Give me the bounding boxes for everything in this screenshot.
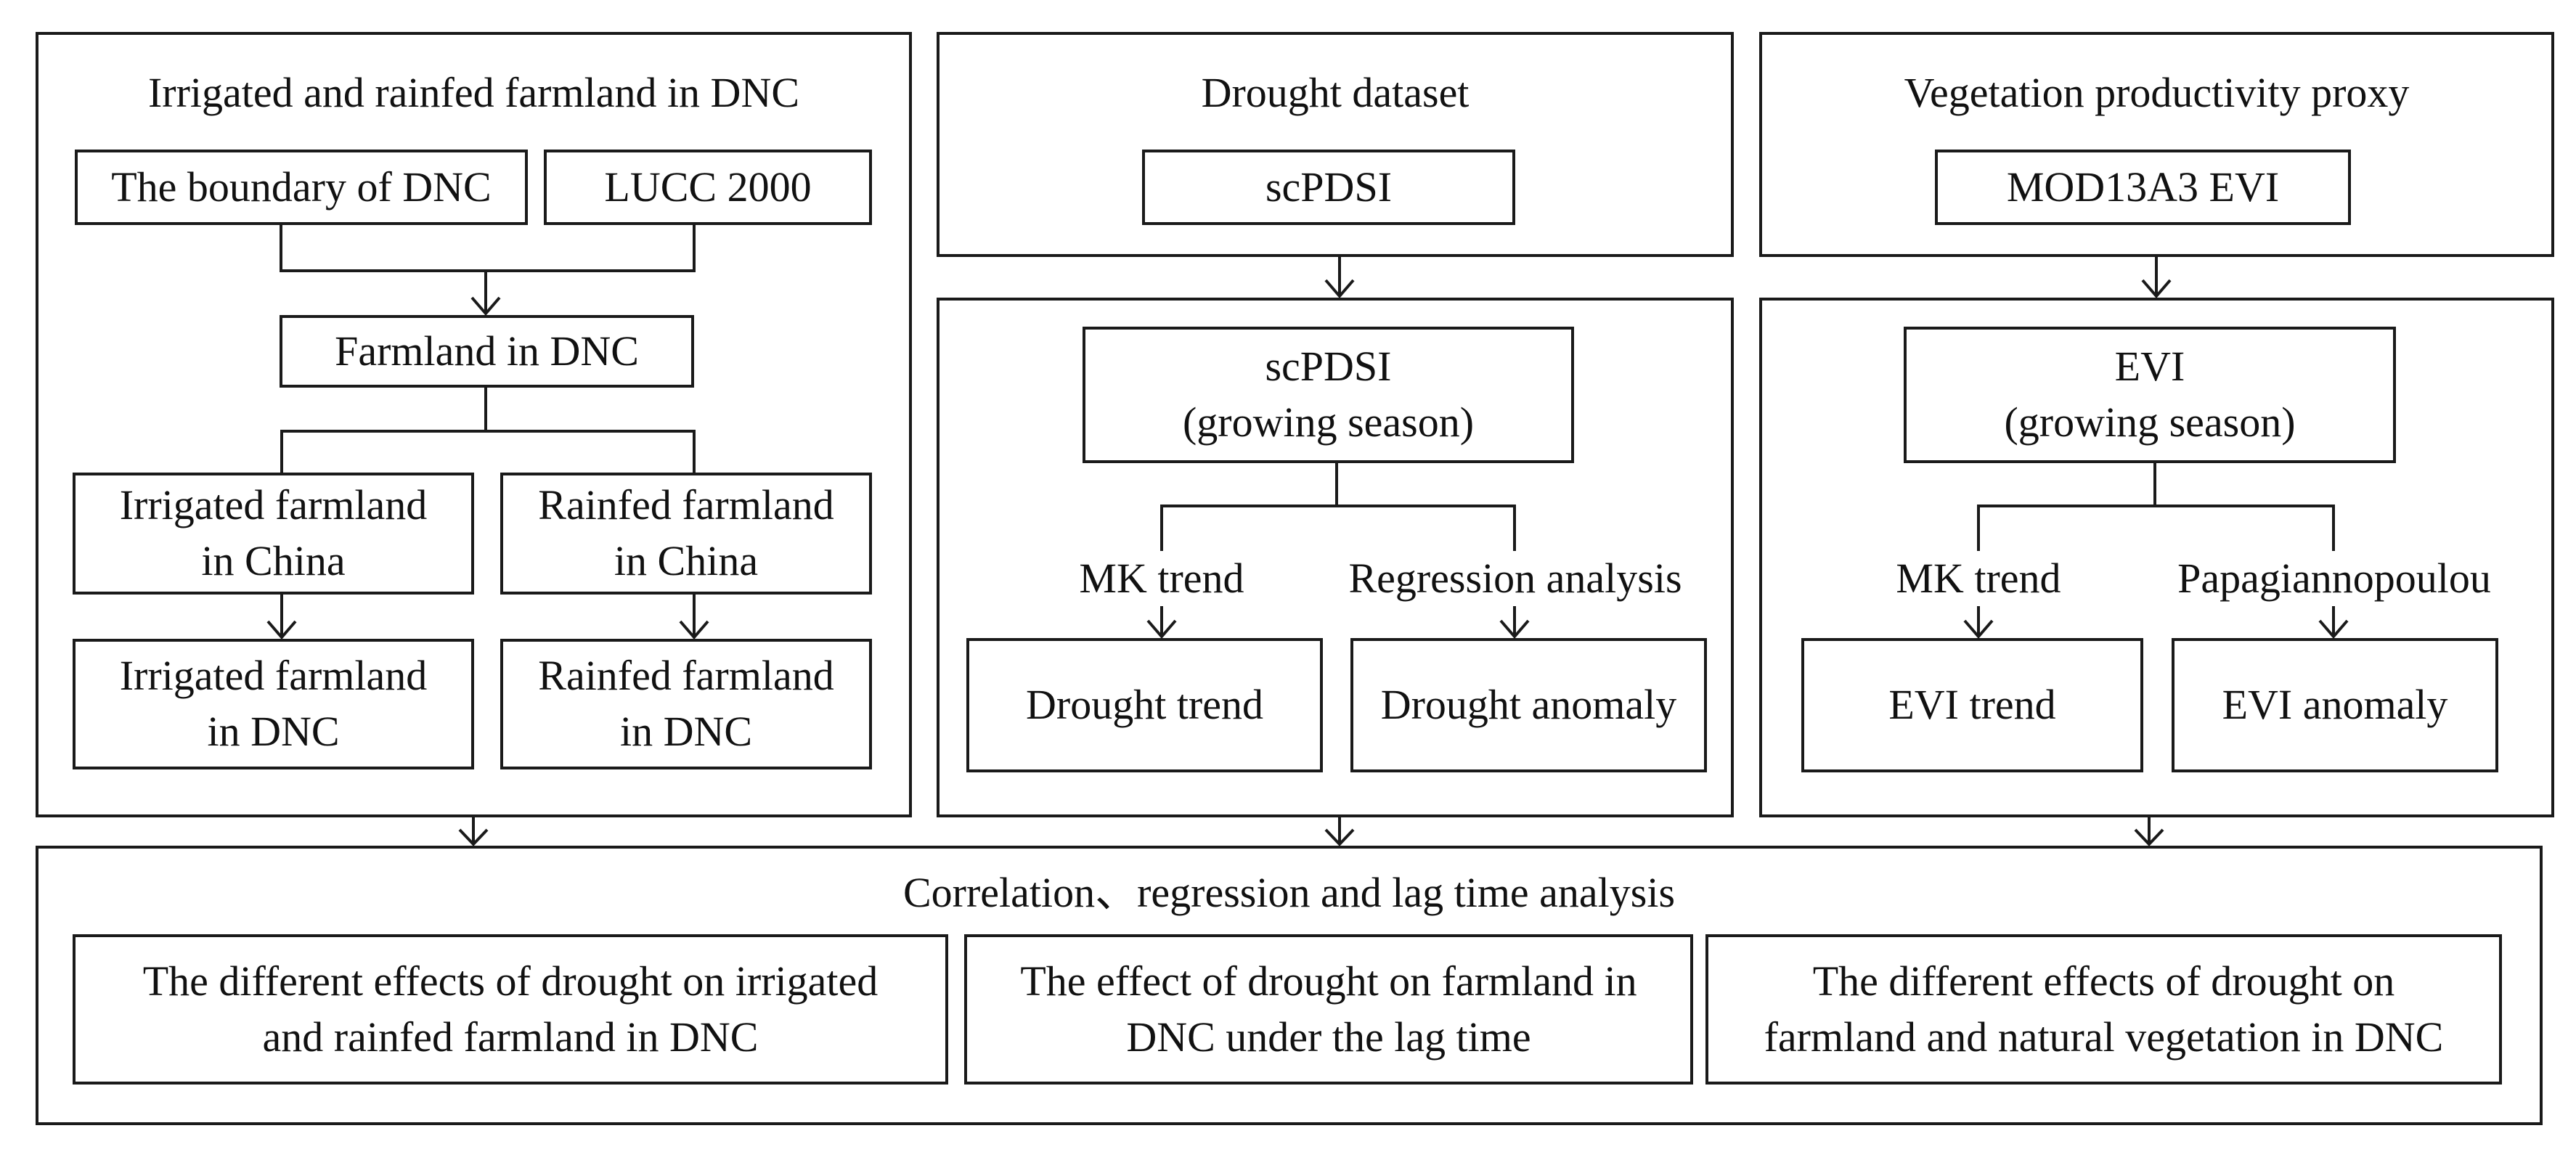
arrowhead-farmland-dnc bbox=[470, 296, 501, 316]
connector-boundary-to-merge bbox=[280, 225, 696, 272]
vegetation-proxy-title: Vegetation productivity proxy bbox=[1904, 68, 2410, 116]
drought-trend-box: Drought trend bbox=[966, 638, 1323, 772]
irrigated-china-box: Irrigated farmland in China bbox=[73, 473, 474, 595]
regression-analysis-label: Regression analysis bbox=[1348, 554, 1682, 602]
evi-growing-season-box: EVI (growing season) bbox=[1904, 327, 2396, 463]
connector-split-branches bbox=[280, 430, 696, 473]
arrowhead-vegetation-analysis bbox=[2141, 279, 2172, 299]
drought-mk-trend-label: MK trend bbox=[1079, 554, 1244, 602]
arrowhead-drought-to-analysis bbox=[1324, 828, 1355, 846]
rainfed-china-box: Rainfed farmland in China bbox=[500, 473, 872, 595]
farmland-dnc-box: Farmland in DNC bbox=[280, 315, 694, 388]
rainfed-dnc-box: Rainfed farmland in DNC bbox=[500, 639, 872, 769]
arrowhead-vegetation-to-analysis bbox=[2134, 828, 2164, 846]
arrowhead-evi-anomaly bbox=[2318, 619, 2349, 640]
lucc-2000-box: LUCC 2000 bbox=[544, 150, 872, 225]
dnc-boundary-box: The boundary of DNC bbox=[75, 150, 528, 225]
connector-drought-branches bbox=[1160, 505, 1516, 551]
result-lag-time-box: The effect of drought on farmland in DNC… bbox=[964, 934, 1693, 1085]
arrowhead-drought-trend bbox=[1146, 619, 1177, 640]
evi-anomaly-box: EVI anomaly bbox=[2172, 638, 2498, 772]
scpdsi-growing-season-box: scPDSI (growing season) bbox=[1083, 327, 1574, 463]
arrowhead-rainfed-dnc bbox=[679, 620, 709, 640]
farmland-panel-title: Irrigated and rainfed farmland in DNC bbox=[147, 68, 800, 116]
connector-evi-branches bbox=[1977, 505, 2335, 551]
arrowhead-drought-analysis bbox=[1324, 279, 1355, 299]
evi-mk-trend-label: MK trend bbox=[1896, 554, 2061, 602]
evi-trend-box: EVI trend bbox=[1801, 638, 2143, 772]
correlation-analysis-title: Correlation、regression and lag time anal… bbox=[902, 868, 1676, 916]
arrowhead-irrigated-dnc bbox=[266, 620, 297, 640]
arrowhead-drought-anomaly bbox=[1499, 619, 1530, 640]
result-irrigated-rainfed-box: The different effects of drought on irri… bbox=[73, 934, 948, 1085]
papagiannopoulou-label: Papagiannopoulou bbox=[2177, 554, 2491, 602]
result-farmland-natural-box: The different effects of drought on farm… bbox=[1705, 934, 2502, 1085]
irrigated-dnc-box: Irrigated farmland in DNC bbox=[73, 639, 474, 769]
arrowhead-evi-trend bbox=[1963, 619, 1994, 640]
scpdsi-box: scPDSI bbox=[1142, 150, 1515, 225]
mod13a3-evi-box: MOD13A3 EVI bbox=[1935, 150, 2351, 225]
drought-anomaly-box: Drought anomaly bbox=[1350, 638, 1707, 772]
arrowhead-farmland-analysis bbox=[458, 828, 489, 846]
drought-dataset-title: Drought dataset bbox=[1201, 68, 1470, 116]
